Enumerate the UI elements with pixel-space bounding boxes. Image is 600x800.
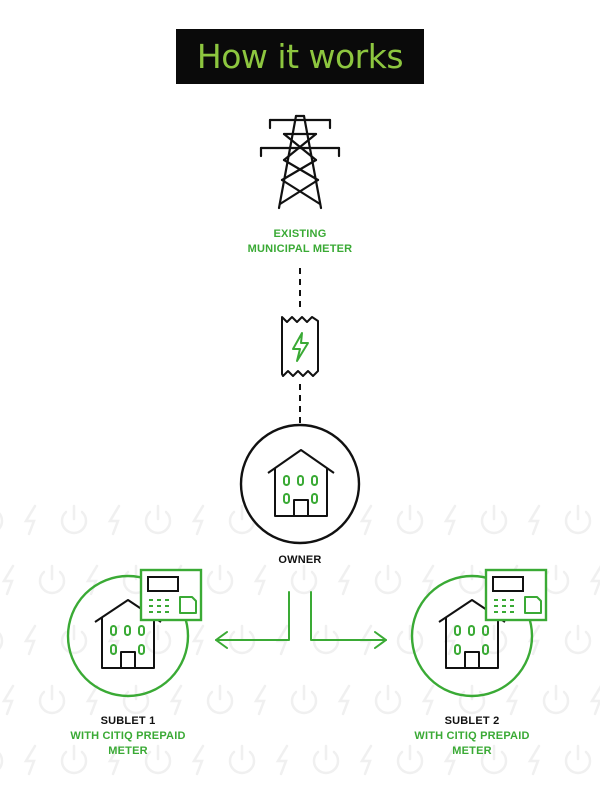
power-icon xyxy=(396,624,424,655)
lightning-icon xyxy=(337,564,351,596)
sublet-2-label: SUBLET 2 WITH CITIQ PREPAID METER xyxy=(414,715,530,757)
power-icon xyxy=(564,744,592,775)
lightning-icon xyxy=(359,744,373,776)
power-icon xyxy=(206,684,234,715)
power-icon xyxy=(122,684,150,715)
lightning-icon xyxy=(191,624,205,656)
arrow-to-sublet-1 xyxy=(215,591,290,649)
lightning-icon xyxy=(169,684,183,716)
power-icon xyxy=(0,512,4,530)
lightning-icon xyxy=(275,744,289,776)
electricity-bill-icon xyxy=(281,316,319,377)
power-icon xyxy=(290,684,318,715)
power-icon xyxy=(60,624,88,655)
power-icon xyxy=(480,744,508,775)
lightning-icon xyxy=(337,684,351,716)
municipal-meter-label: EXISTING MUNICIPAL METER xyxy=(247,228,353,255)
power-icon xyxy=(290,564,318,595)
power-icon xyxy=(0,632,4,650)
lightning-icon xyxy=(359,504,373,536)
power-icon xyxy=(60,504,88,535)
power-icon xyxy=(396,504,424,535)
title-banner: How it works xyxy=(176,29,424,84)
house-icon xyxy=(94,599,162,669)
lightning-icon xyxy=(527,744,541,776)
power-icon xyxy=(60,744,88,775)
lightning-icon xyxy=(527,504,541,536)
lightning-icon xyxy=(191,744,205,776)
sublet-1-label: SUBLET 1 WITH CITIQ PREPAID METER xyxy=(70,715,186,757)
arrow-to-sublet-2 xyxy=(310,591,387,649)
power-icon xyxy=(0,752,4,770)
lightning-icon xyxy=(443,744,457,776)
power-icon xyxy=(206,564,234,595)
sublet-2-node xyxy=(410,568,548,698)
lightning-icon xyxy=(191,504,205,536)
lightning-icon xyxy=(85,684,99,716)
power-icon xyxy=(542,684,570,715)
power-pylon-icon xyxy=(259,114,341,210)
lightning-icon xyxy=(107,744,121,776)
power-icon xyxy=(480,504,508,535)
power-icon xyxy=(144,504,172,535)
power-icon xyxy=(144,744,172,775)
lightning-icon xyxy=(589,685,600,716)
power-icon xyxy=(38,564,66,595)
page-title: How it works xyxy=(196,37,404,76)
lightning-icon xyxy=(107,504,121,536)
prepaid-meter-icon xyxy=(484,568,548,622)
power-icon xyxy=(480,624,508,655)
power-icon xyxy=(564,504,592,535)
power-icon xyxy=(312,744,340,775)
power-icon xyxy=(564,624,592,655)
lightning-icon xyxy=(1,564,15,596)
power-icon xyxy=(228,624,256,655)
power-icon xyxy=(374,684,402,715)
power-icon xyxy=(374,564,402,595)
power-icon xyxy=(228,744,256,775)
lightning-icon xyxy=(527,624,541,656)
lightning-icon xyxy=(253,564,267,596)
owner-label: OWNER xyxy=(278,554,322,566)
lightning-icon xyxy=(443,624,457,656)
lightning-icon xyxy=(1,684,15,716)
power-icon xyxy=(312,624,340,655)
power-icon xyxy=(396,744,424,775)
lightning-icon xyxy=(421,684,435,716)
lightning-icon xyxy=(23,624,37,656)
lightning-icon xyxy=(443,504,457,536)
lightning-icon xyxy=(589,565,600,596)
lightning-icon xyxy=(253,684,267,716)
lightning-icon xyxy=(505,684,519,716)
sublet-1-node xyxy=(66,568,203,698)
power-icon xyxy=(38,684,66,715)
lightning-icon xyxy=(23,504,37,536)
prepaid-meter-icon xyxy=(139,568,203,622)
lightning-icon xyxy=(421,564,435,596)
power-icon xyxy=(144,624,172,655)
lightning-icon xyxy=(23,744,37,776)
house-icon xyxy=(267,449,335,517)
